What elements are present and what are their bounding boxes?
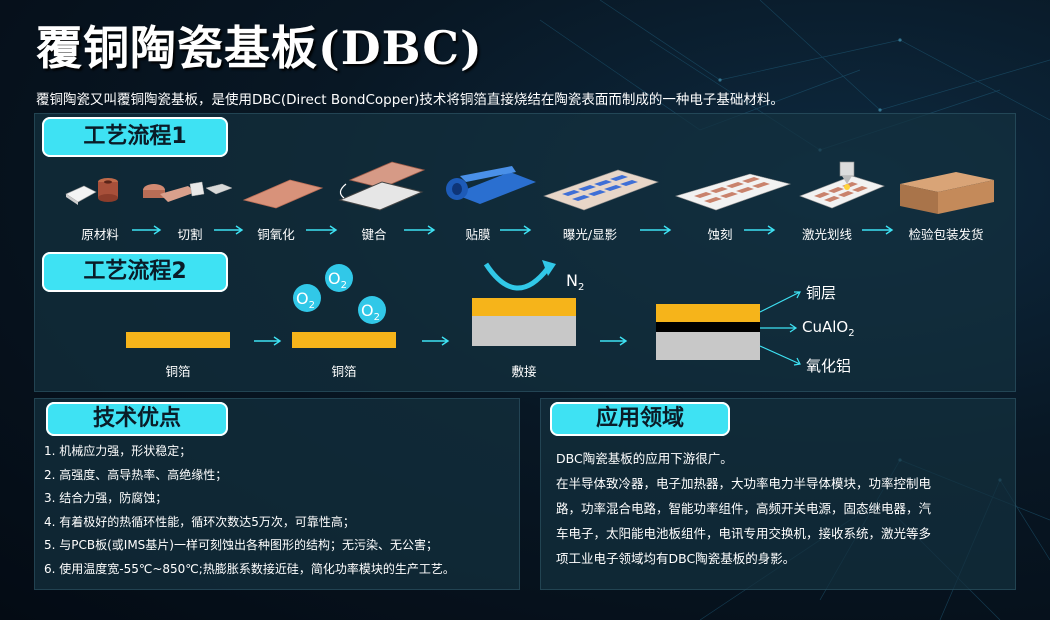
result-alumina xyxy=(656,332,760,360)
laser-scribing-icon xyxy=(799,161,885,209)
advantage-item: 1. 机械应力强，形状稳定； xyxy=(44,444,192,458)
result-copper xyxy=(656,304,760,322)
application-line: 车电子，太阳能电池板组件，电讯专用交换机，接收系统，激光等多 xyxy=(556,526,932,541)
svg-text:O2: O2 xyxy=(361,301,380,323)
advantages-title: 技术优点 xyxy=(46,402,228,436)
advantage-item: 4. 有着极好的热循环性能，循环次数达5万次，可靠性高； xyxy=(44,514,355,529)
flow1-arrows xyxy=(132,225,894,235)
label-copper-foil-1: 铜箔 xyxy=(165,364,191,379)
application-line: 路，功率混合电路，智能功率组件，高频开关电源，固态继电器，汽 xyxy=(556,501,932,516)
step-label-etching: 蚀刻 xyxy=(707,227,733,242)
inspection-package-icon xyxy=(900,172,994,214)
layer-label-alumina: 氧化铝 xyxy=(806,357,852,375)
step-label-oxidation: 铜氧化 xyxy=(257,227,295,242)
oxygen-bubbles xyxy=(293,264,386,324)
bonding-icon xyxy=(338,161,426,211)
copper-foil-2 xyxy=(292,332,396,348)
svg-text:O2: O2 xyxy=(328,269,347,291)
svg-text:N2: N2 xyxy=(566,271,584,293)
process2-diagram: O2 O2 O2 N2 xyxy=(126,260,801,366)
process2-title: 工艺流程2 xyxy=(42,252,228,292)
step-label-lamination: 贴膜 xyxy=(465,227,491,242)
cualo2-text: CuAlO xyxy=(802,318,849,336)
advantages-list: 1. 机械应力强，形状稳定； 2. 高强度、高导热率、高绝缘性； 3. 结合力强… xyxy=(44,440,455,581)
copper-oxidation-icon xyxy=(242,179,324,209)
step-label-bonding: 键合 xyxy=(361,227,387,242)
etching-icon xyxy=(675,173,792,211)
application-line: 项工业电子领域均有DBC陶瓷基板的身影。 xyxy=(556,551,796,566)
applications-text: DBC陶瓷基板的应用下游很广。 在半导体致冷器，电子加热器，大功率电力半导体模块… xyxy=(556,446,931,571)
applications-title: 应用领域 xyxy=(550,402,730,436)
label-bonding: 敷接 xyxy=(511,364,537,379)
process1-title: 工艺流程1 xyxy=(42,117,228,157)
step-label-cutting: 切割 xyxy=(177,227,203,242)
result-cualo2 xyxy=(656,322,760,332)
bond-copper xyxy=(472,298,576,316)
page-title: 覆铜陶瓷基板(DBC) xyxy=(36,21,483,75)
advantage-item: 6. 使用温度宽-55℃~850℃;热膨胀系数接近硅，简化功率模块的生产工艺。 xyxy=(44,561,455,576)
exposure-develop-icon xyxy=(543,169,659,211)
intro-text: 覆铜陶瓷又叫覆铜陶瓷基板，是使用DBC(Direct BondCopper)技术… xyxy=(36,92,784,108)
advantage-item: 2. 高强度、高导热率、高绝缘性； xyxy=(44,467,228,482)
application-line: DBC陶瓷基板的应用下游很广。 xyxy=(556,451,733,466)
raw-material-icon xyxy=(65,178,118,205)
advantage-item: 3. 结合力强，防腐蚀； xyxy=(44,491,168,505)
svg-text:O2: O2 xyxy=(296,289,315,311)
bond-ceramic xyxy=(472,316,576,346)
step-label-inspection: 检验包装发货 xyxy=(908,227,984,242)
step-label-raw-material: 原材料 xyxy=(81,227,119,242)
copper-foil-1 xyxy=(126,332,230,348)
cualo2-subscript: 2 xyxy=(848,328,855,339)
film-lamination-icon xyxy=(446,166,536,204)
application-line: 在半导体致冷器，电子加热器，大功率电力半导体模块，功率控制电 xyxy=(556,476,932,491)
cutting-icon xyxy=(143,181,233,202)
advantage-item: 5. 与PCB板(或IMS基片)一样可刻蚀出各种图形的结构；无污染、无公害； xyxy=(44,538,438,552)
layer-label-cualo2: CuAlO2 xyxy=(802,318,855,339)
n2-arrow xyxy=(483,262,550,291)
step-label-laser: 激光划线 xyxy=(801,227,852,242)
step-label-exposure: 曝光/显影 xyxy=(562,227,618,242)
layer-label-copper: 铜层 xyxy=(806,284,837,302)
label-copper-foil-2: 铜箔 xyxy=(331,364,357,379)
